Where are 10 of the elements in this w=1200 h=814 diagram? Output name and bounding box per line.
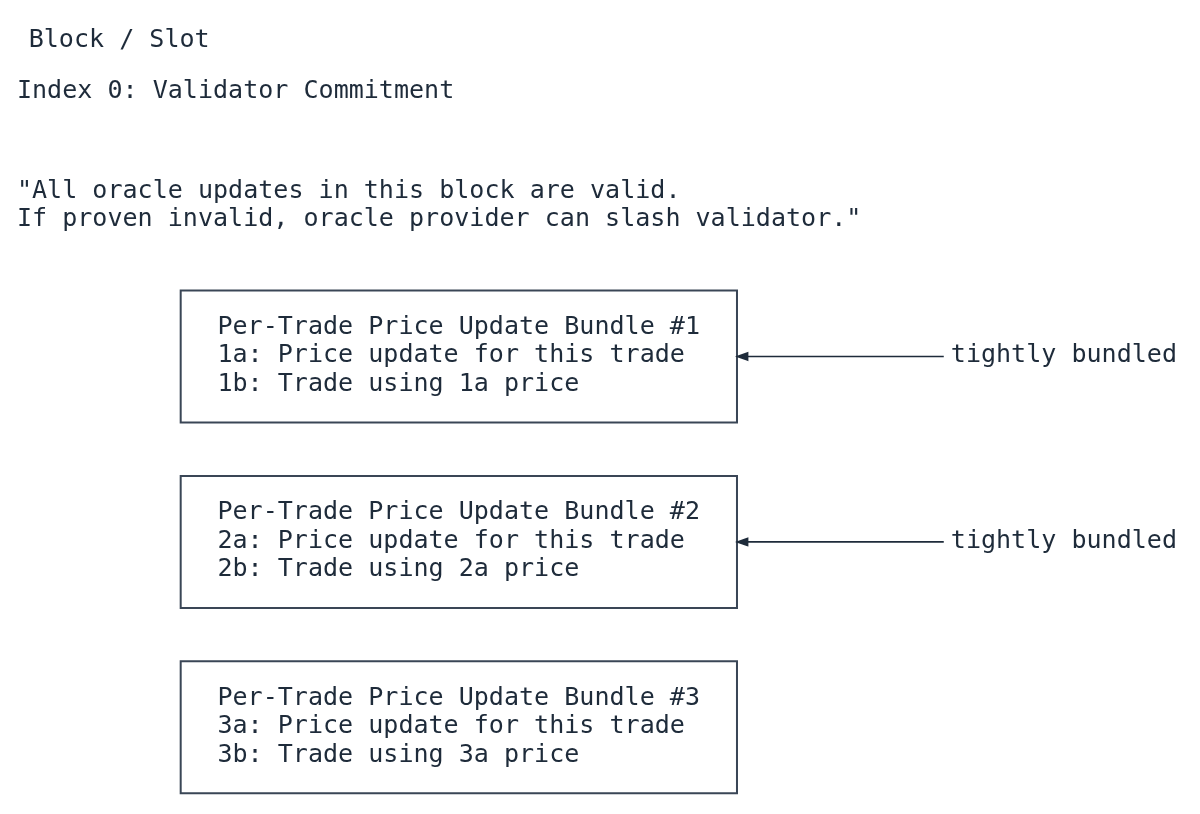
node-box: Per-Trade Price Update Bundle #1 1a: Price update for this trade 1b: Trade using 1a price (179, 289, 738, 424)
node-box: Per-Trade Price Update Bundle #3 3a: Price update for this trade 3b: Trade using 3a price (179, 660, 738, 795)
node-text: tightly bundled (950, 339, 1178, 369)
arrow (735, 537, 945, 547)
node-text: tightly bundled (950, 524, 1178, 554)
label: "All oracle updates in this block are valid. If proven invalid, oracle provider can slash validator." (16, 174, 862, 233)
label: Index 0: Validator Commitment (16, 75, 455, 105)
arrow (735, 351, 945, 362)
node-box: Per-Trade Price Update Bundle #2 2a: Price update for this trade 2b: Trade using 2a price (179, 474, 738, 609)
diagram-title: Block / Slot (28, 24, 210, 54)
